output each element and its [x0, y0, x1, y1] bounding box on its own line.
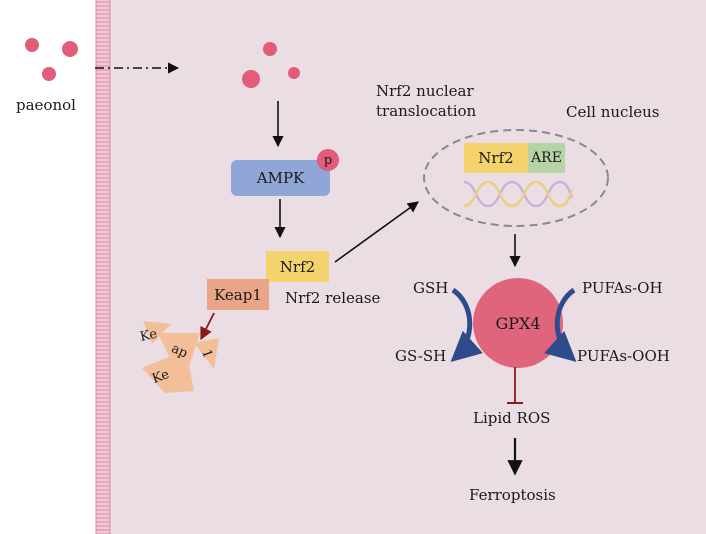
translocation-label-line2: translocation — [376, 102, 477, 120]
ferroptosis-label: Ferroptosis — [469, 486, 556, 504]
dna-helix-icon — [463, 180, 574, 208]
gpx4-circle — [473, 278, 563, 368]
keap1-label: Keap1 — [214, 285, 262, 304]
nrf2-label: Nrf2 — [279, 257, 316, 276]
nrf2-release-label: Nrf2 release — [285, 289, 381, 307]
cell-membrane — [96, 0, 110, 534]
nucleus-nrf2-label: Nrf2 — [478, 149, 514, 167]
cell-nucleus-label: Cell nucleus — [566, 103, 660, 121]
fragment-text-2: ap — [169, 341, 190, 361]
translocation-label-line1: Nrf2 nuclear — [376, 82, 474, 100]
pufas-ooh-label: PUFAs-OOH — [577, 347, 670, 365]
gs-sh-label: GS-SH — [395, 347, 447, 365]
fragment-text-1: Ke — [139, 327, 159, 345]
gsh-arc-arrow — [450, 287, 483, 363]
cell-nucleus-ellipse — [423, 129, 609, 227]
paeonol-label: paeonol — [16, 96, 76, 114]
pufas-arc-arrow — [544, 287, 577, 363]
nucleus-nrf2-box — [464, 143, 528, 173]
paeonol-molecules-outside — [25, 38, 78, 81]
ampk-label: AMPK — [256, 169, 305, 187]
lipid-ros-label: Lipid ROS — [473, 409, 551, 427]
gsh-label: GSH — [413, 279, 449, 297]
fragment-text-4: Ke — [150, 367, 171, 387]
phospho-label: p — [323, 152, 333, 168]
nucleus-are-label: ARE — [531, 150, 562, 166]
nucleus-are-box — [528, 143, 565, 173]
ampk-box — [231, 160, 330, 196]
phospho-badge — [317, 149, 339, 171]
keap1-box — [207, 279, 269, 310]
degradation-arrow — [200, 312, 215, 341]
pufas-oh-label: PUFAs-OH — [582, 279, 663, 297]
paeonol-molecules-inside — [242, 42, 300, 88]
arrow-nrf2-to-nucleus — [334, 201, 419, 263]
gpx4-label: GPX4 — [495, 313, 541, 333]
keap1-fragments — [142, 321, 219, 393]
nrf2-box — [266, 251, 329, 282]
cytoplasm-region — [110, 0, 706, 534]
